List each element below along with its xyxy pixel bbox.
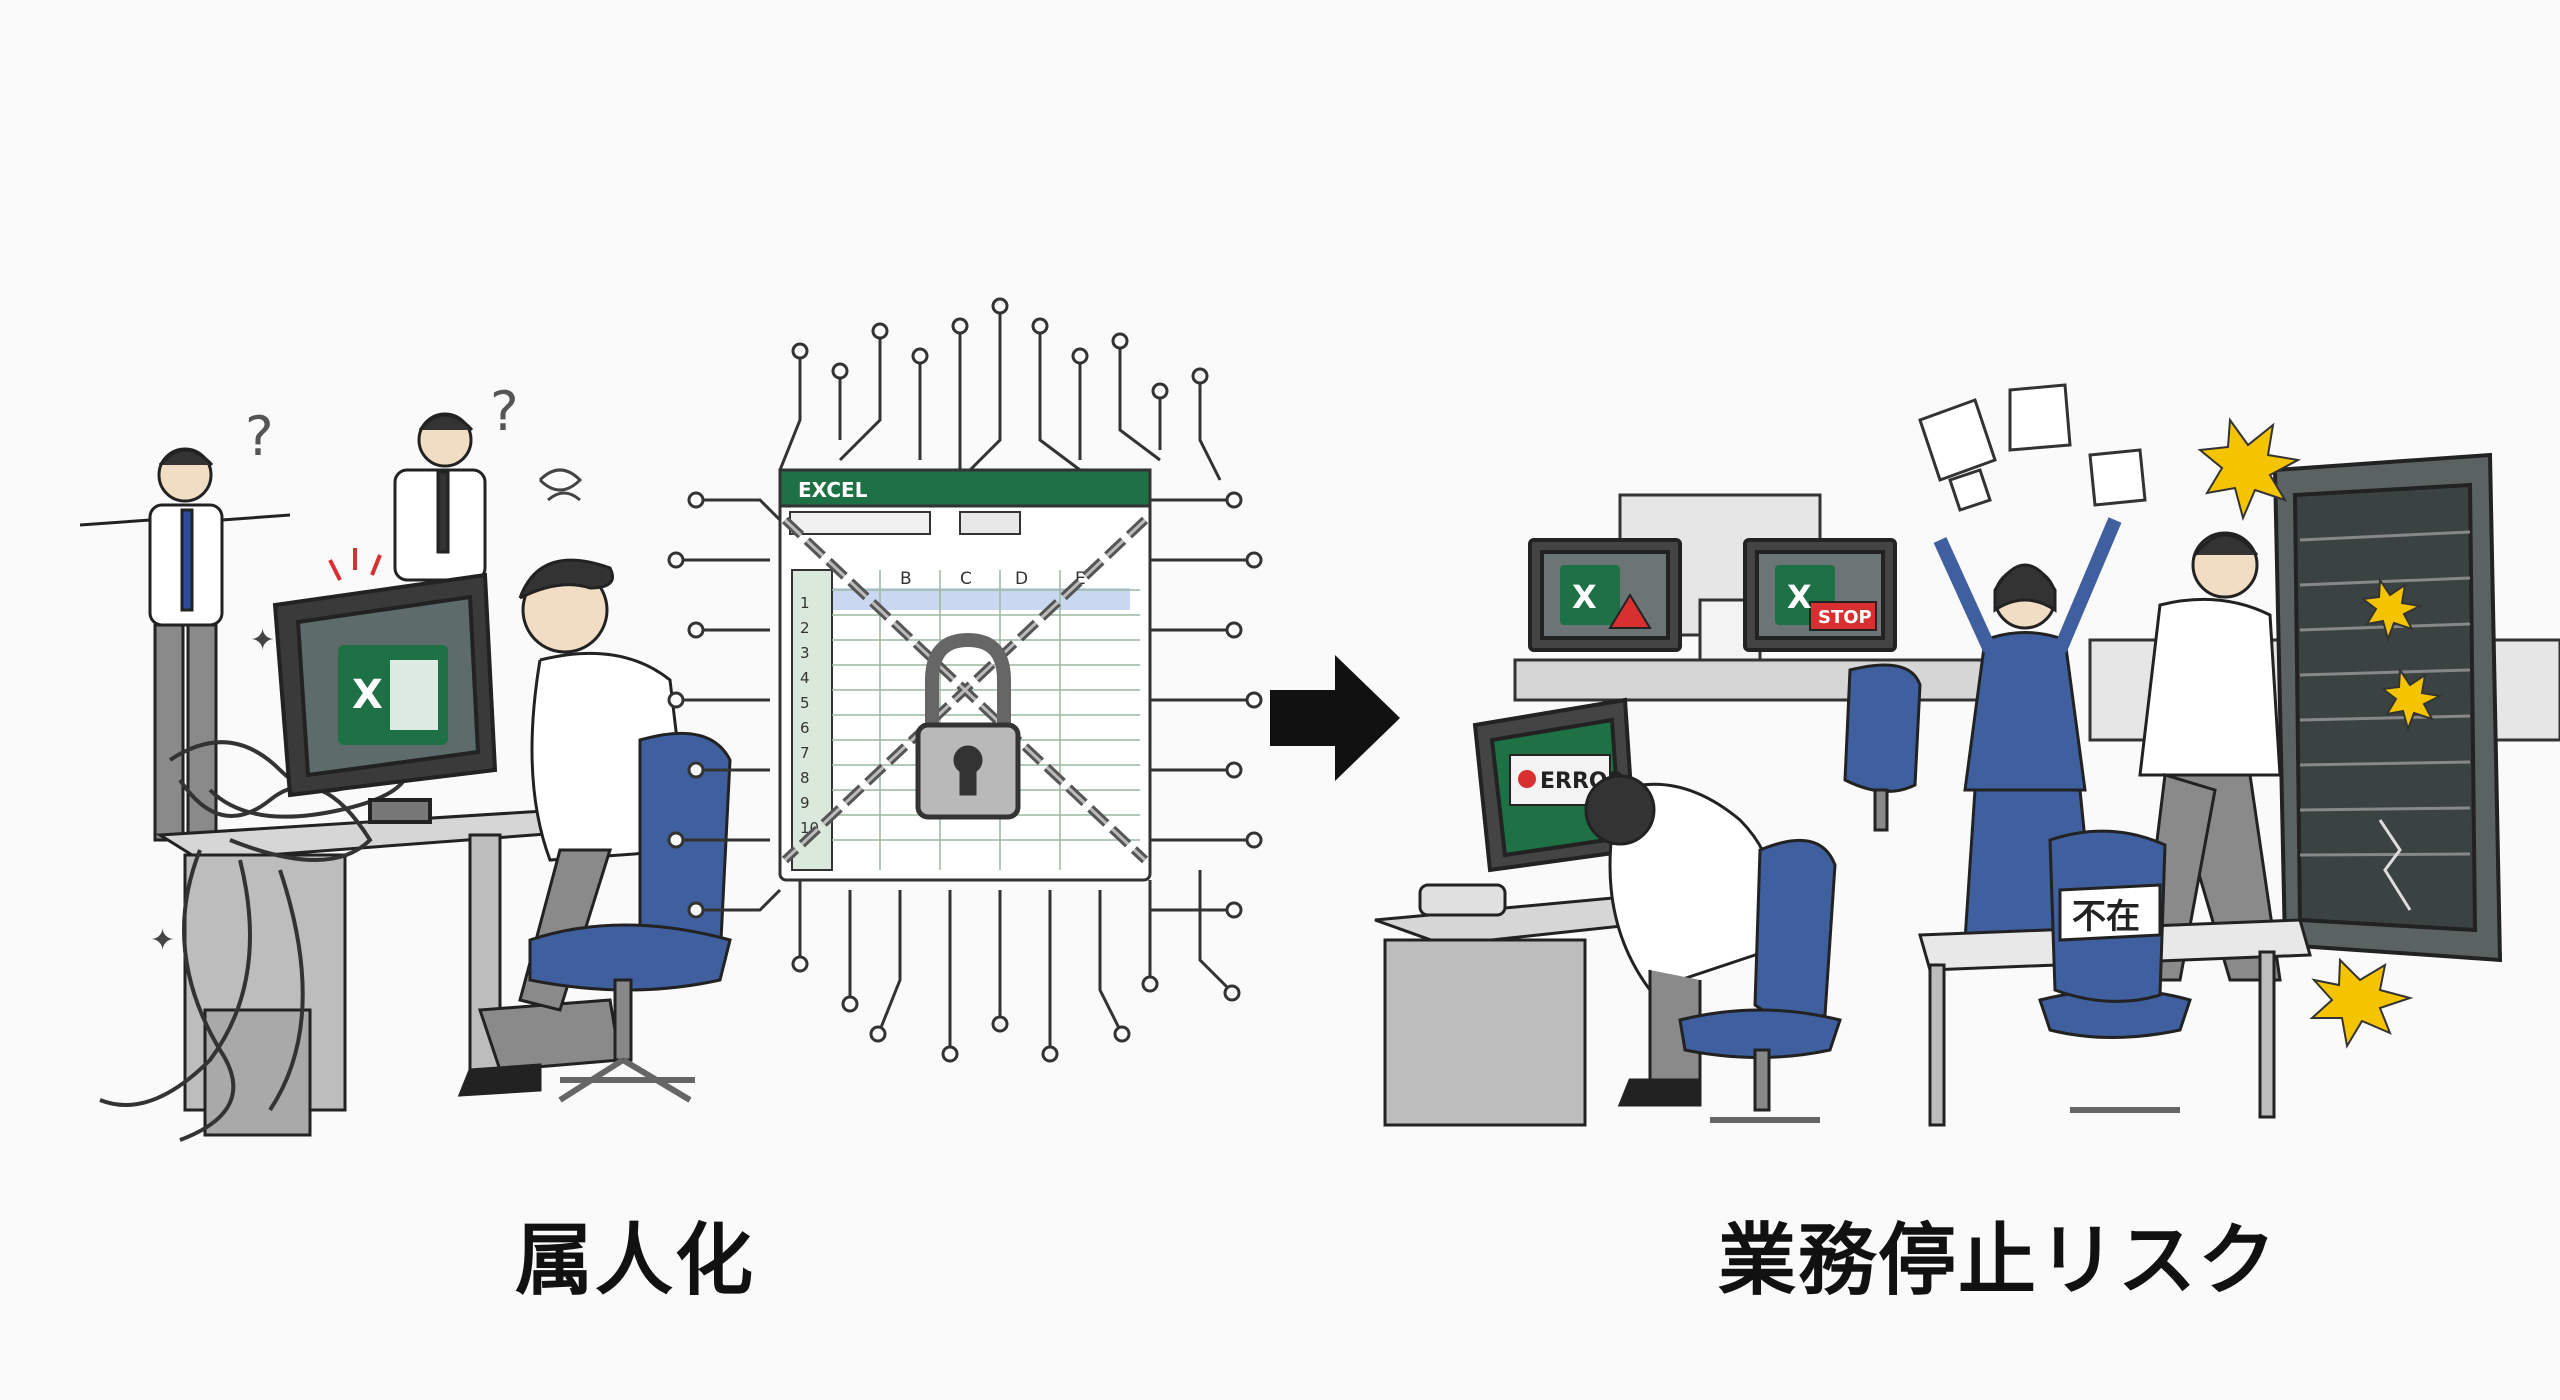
dizzy-swirl-icon <box>538 468 583 502</box>
question-mark-icon: ? <box>490 380 519 443</box>
sparkle-icon: ✦ <box>150 923 175 958</box>
front-office-chair <box>1678 838 1842 1123</box>
circuit-traces <box>667 297 1263 1063</box>
right-scene: X X STOP ERROR <box>1374 383 2560 1127</box>
row-number: 4 <box>800 669 810 687</box>
back-office-chair <box>1843 663 1922 832</box>
caption-left: 属人化 <box>515 1216 756 1306</box>
column-header: C <box>960 569 972 589</box>
server-rack <box>2272 452 2503 963</box>
column-header: E <box>1075 569 1086 589</box>
warning-icon <box>1608 593 1652 629</box>
question-mark-icon: ? <box>245 405 274 468</box>
row-number: 1 <box>800 594 810 612</box>
column-header: B <box>900 569 912 589</box>
flying-papers <box>1918 383 2147 512</box>
excel-logo-icon: X <box>1572 578 1597 616</box>
excel-logo-icon: X <box>352 672 383 718</box>
row-number: 2 <box>800 619 810 637</box>
excel-window-title: EXCEL <box>798 478 868 502</box>
back-monitor-left <box>1528 538 1682 652</box>
right-arrow-icon <box>1270 655 1400 781</box>
left-scene: ? ? <box>79 380 732 1142</box>
excel-logo-icon: X <box>1787 578 1812 616</box>
absence-sign <box>2058 883 2162 942</box>
excel-column-headers: B C D E <box>900 569 1086 589</box>
panicking-woman <box>1933 517 2122 942</box>
left-monitor <box>272 572 498 824</box>
row-number: 8 <box>800 769 810 787</box>
absence-desk <box>1918 829 2312 1127</box>
spark-burst-icon <box>2197 417 2444 1049</box>
chains-highlight <box>783 518 1147 862</box>
row-number: 3 <box>800 644 810 662</box>
column-header: D <box>1015 569 1028 589</box>
row-number: 6 <box>800 719 810 737</box>
row-number: 9 <box>800 794 810 812</box>
absence-sign-label: 不在 <box>2072 897 2140 937</box>
row-number: 5 <box>800 694 810 712</box>
confused-worker-left <box>79 447 291 842</box>
sparkle-icon: ✦ <box>250 623 275 658</box>
padlock-icon <box>915 632 1021 820</box>
excel-row-numbers: 1 2 3 4 5 6 7 8 9 10 <box>800 594 819 837</box>
confused-worker-center <box>393 412 487 582</box>
caption-right: 業務停止リスク <box>1718 1216 2279 1306</box>
alert-lines-icon <box>328 548 382 581</box>
locked-excel-emblem: EXCEL B C D E 1 2 3 4 5 6 7 8 9 10 <box>667 297 1263 1063</box>
desk-phone <box>1418 883 1507 917</box>
stop-badge: STOP <box>1818 607 1872 628</box>
back-monitor-right <box>1743 538 1897 652</box>
row-number: 7 <box>800 744 810 762</box>
